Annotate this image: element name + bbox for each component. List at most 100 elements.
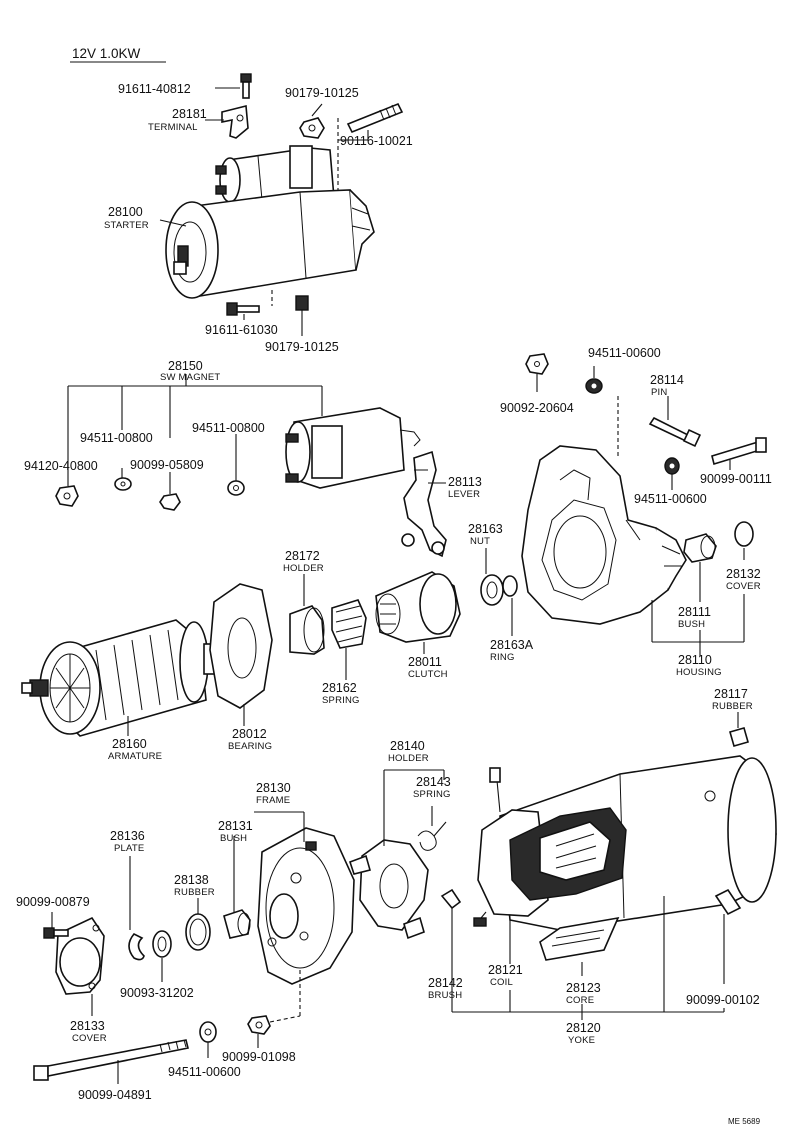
- label-91611-40812: 91611-40812: [118, 82, 191, 96]
- washer-90093-31202-shape: [152, 930, 172, 958]
- diagram-header: 12V 1.0KW: [72, 46, 141, 61]
- label-28110-name: HOUSING: [676, 667, 722, 678]
- label-90116-10021: 90116-10021: [340, 134, 413, 148]
- label-90093-31202: 90093-31202: [120, 986, 194, 1000]
- label-94511-00600-top: 94511-00600: [588, 346, 661, 360]
- label-28181-num: 28181: [172, 107, 207, 121]
- label-94511-00800-b: 94511-00800: [192, 421, 265, 435]
- label-91611-61030: 91611-61030: [205, 323, 278, 337]
- reference-code: ME 5689: [728, 1117, 761, 1126]
- label-90179-10125-bot: 90179-10125: [265, 340, 339, 354]
- label-90179-10125-top: 90179-10125: [285, 86, 359, 100]
- label-28138-num: 28138: [174, 873, 209, 887]
- label-28163-name: NUT: [470, 536, 490, 547]
- label-28012-num: 28012: [232, 727, 267, 741]
- label-90099-00102: 90099-00102: [686, 993, 760, 1007]
- label-28114-name: PIN: [651, 387, 667, 398]
- label-28142-name: BRUSH: [428, 990, 462, 1001]
- label-28123-num: 28123: [566, 981, 601, 995]
- lever-shape: [401, 450, 447, 558]
- label-94120-40800: 94120-40800: [24, 459, 98, 473]
- label-28163A-name: RING: [490, 652, 515, 663]
- bolt-91611-61030-shape: [226, 302, 260, 316]
- label-28136-name: PLATE: [114, 843, 144, 854]
- label-28181-name: TERMINAL: [148, 122, 198, 133]
- label-28117-name: RUBBER: [712, 701, 753, 712]
- label-28132-name: COVER: [726, 581, 761, 592]
- label-90099-04891: 90099-04891: [78, 1088, 152, 1102]
- label-28011-name: CLUTCH: [408, 669, 448, 680]
- label-28132-num: 28132: [726, 567, 761, 581]
- bush-28131-shape: [223, 909, 251, 939]
- label-28123-name: CORE: [566, 995, 594, 1006]
- label-28162-num: 28162: [322, 681, 357, 695]
- label-28120-name: YOKE: [568, 1035, 595, 1046]
- label-28143-name: SPRING: [413, 789, 451, 800]
- label-90099-05809: 90099-05809: [130, 458, 204, 472]
- through-bolt-90099-04891-shape: [33, 1039, 189, 1081]
- screw-90099-00102-shape: [714, 888, 742, 916]
- core-28123-shape: [539, 916, 620, 961]
- plate-28136-shape: [128, 933, 145, 961]
- frame-28130-shape: [257, 827, 355, 985]
- label-28117-num: 28117: [714, 687, 748, 701]
- bearing-28012-shape: [209, 583, 273, 709]
- label-28011-num: 28011: [408, 655, 442, 669]
- washer-94511-00600-bottom-shape: [199, 1021, 217, 1043]
- label-28114-num: 28114: [650, 373, 684, 387]
- nut-90099-01098-shape: [247, 1015, 271, 1035]
- yoke-shape: [473, 755, 777, 931]
- sw-magnet-small-parts: [55, 477, 245, 511]
- nut-90179-10125-top-shape: [299, 117, 325, 139]
- label-28142-num: 28142: [428, 976, 463, 990]
- bush-28111-shape: [683, 533, 717, 563]
- brush-28142-shape: [440, 888, 462, 910]
- label-28162-name: SPRING: [322, 695, 360, 706]
- label-28172-name: HOLDER: [283, 563, 324, 574]
- label-28111-name: BUSH: [678, 619, 705, 630]
- ring-28163A-shape: [502, 575, 518, 597]
- label-28131-num: 28131: [218, 819, 253, 833]
- label-28100-num: 28100: [108, 205, 143, 219]
- label-28130-num: 28130: [256, 781, 291, 795]
- cover-28133-shape: [55, 916, 105, 995]
- label-28111-num: 28111: [678, 605, 711, 619]
- label-28160-name: ARMATURE: [108, 751, 162, 762]
- label-28143-num: 28143: [416, 775, 451, 789]
- housing-small-parts: [525, 353, 767, 490]
- rubber-28117-shape: [729, 727, 749, 747]
- label-28113-name: LEVER: [448, 489, 480, 500]
- label-28172-num: 28172: [285, 549, 320, 563]
- label-28133-name: COVER: [72, 1033, 107, 1044]
- spring-28162-shape: [331, 599, 367, 649]
- stud-90116-10021-shape: [346, 102, 404, 134]
- label-28150-num: 28150: [168, 359, 203, 373]
- label-28140-name: HOLDER: [388, 753, 429, 764]
- label-94511-00600-mid: 94511-00600: [634, 492, 707, 506]
- label-28120-num: 28120: [566, 1021, 601, 1035]
- label-94511-00800-a: 94511-00800: [80, 431, 153, 445]
- label-90099-00879: 90099-00879: [16, 895, 90, 909]
- label-90092-20604: 90092-20604: [500, 401, 574, 415]
- label-28113-num: 28113: [448, 475, 482, 489]
- spring-28143-shape: [417, 821, 447, 851]
- label-28150-name: SW MAGNET: [160, 372, 220, 383]
- screw-90099-00879-shape: [43, 927, 69, 939]
- brush-holder-28140-shape: [348, 839, 429, 940]
- label-28133-num: 28133: [70, 1019, 105, 1033]
- bolt-91611-40812-shape: [240, 73, 252, 99]
- label-28160-num: 28160: [112, 737, 147, 751]
- label-28163-num: 28163: [468, 522, 503, 536]
- nut-90179-10125-bottom-shape: [295, 295, 309, 311]
- label-28121-num: 28121: [488, 963, 523, 977]
- starter-assembly-drawing: [165, 73, 404, 336]
- label-28136-num: 28136: [110, 829, 145, 843]
- terminal-bracket-shape: [221, 104, 249, 139]
- label-28163A-num: 28163A: [490, 638, 534, 652]
- label-28012-name: BEARING: [228, 741, 272, 752]
- clutch-28011-shape: [375, 571, 461, 643]
- label-90099-01098: 90099-01098: [222, 1050, 296, 1064]
- sw-magnet-bracket: [67, 374, 323, 494]
- holder-28172-shape: [289, 605, 325, 655]
